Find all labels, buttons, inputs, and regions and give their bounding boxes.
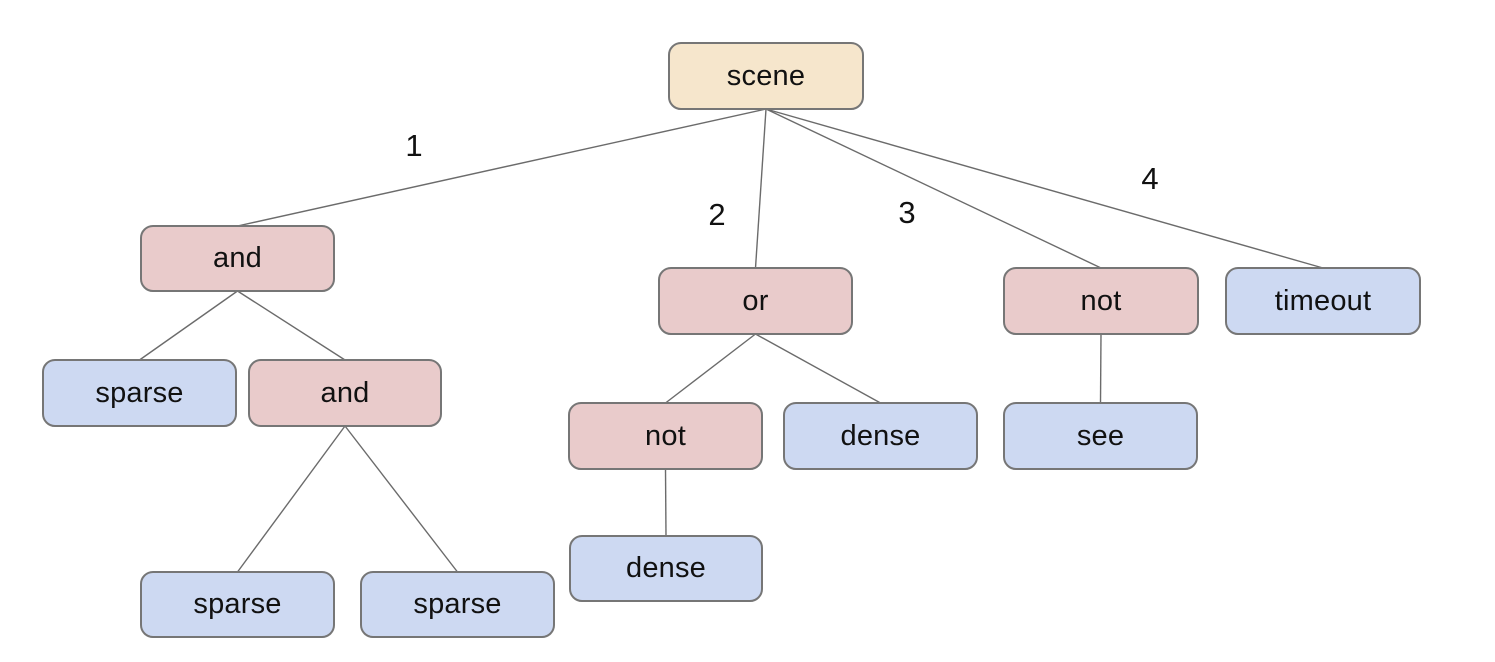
node-sparse-3: sparse [360, 571, 555, 638]
node-dense-2-label: dense [625, 552, 706, 584]
edge-label-3: 3 [898, 195, 916, 230]
node-scene-label: scene [726, 59, 806, 92]
node-see-label: see [1076, 419, 1125, 452]
node-not-middle-label: not [645, 419, 686, 452]
node-dense-1: dense [783, 402, 978, 470]
node-and-2-label: and [320, 376, 370, 409]
node-dense-1-label: dense [840, 419, 921, 452]
edge-label-2: 2 [708, 197, 726, 232]
node-dense-2: dense [569, 535, 763, 602]
node-timeout-label: timeout [1274, 284, 1372, 317]
node-sparse-3-label: sparse [413, 588, 502, 620]
edge-label-1: 1 [405, 128, 423, 163]
edge-label-4: 4 [1141, 161, 1159, 196]
node-scene: scene [668, 42, 864, 110]
node-sparse-2-label: sparse [193, 588, 282, 620]
node-see: see [1003, 402, 1198, 470]
node-not-right-label: not [1080, 284, 1122, 317]
node-not-right: not [1003, 267, 1199, 335]
node-timeout: timeout [1225, 267, 1421, 335]
node-or: or [658, 267, 853, 335]
node-and-2: and [248, 359, 442, 427]
node-not-middle: not [568, 402, 763, 470]
node-and-1: and [140, 225, 335, 292]
node-sparse-1: sparse [42, 359, 237, 427]
node-and-1-label: and [213, 242, 262, 274]
node-sparse-2: sparse [140, 571, 335, 638]
node-sparse-1-label: sparse [95, 376, 184, 409]
node-or-label: or [742, 284, 769, 317]
